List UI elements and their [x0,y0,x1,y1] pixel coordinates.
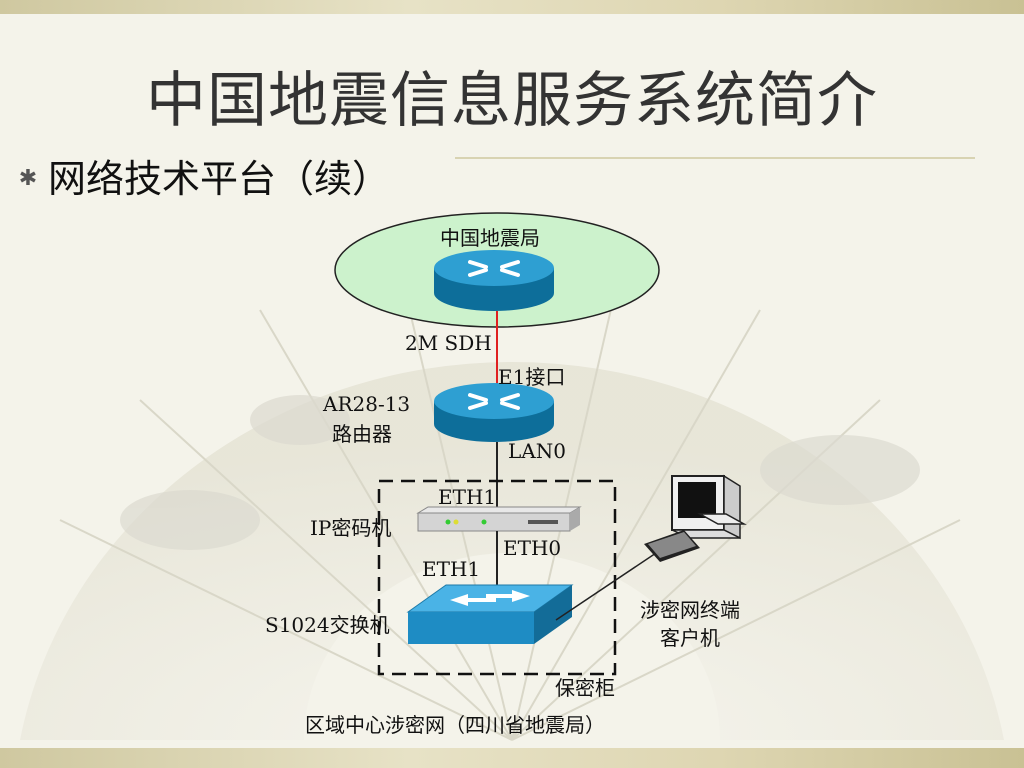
diagram-caption: 区域中心涉密网（四川省地震局） [305,713,605,737]
switch-label: S1024交换机 [265,613,390,637]
hq-label: 中国地震局 [440,226,540,250]
top-band [0,0,1024,14]
cabinet-box [377,479,617,676]
asterisk-bullet-icon: ✱ [18,166,38,191]
eth0-label: ETH0 [503,536,562,560]
router-name-label: 路由器 [332,422,392,446]
slide-title: 中国地震信息服务系统简介 [146,66,878,136]
lan0-label: LAN0 [508,439,566,463]
ip-encryptor-label: IP密码机 [310,516,392,540]
router-model-label: AR28-13 [323,392,411,416]
encryptor-icon [416,506,582,532]
client-link [555,544,669,621]
sdh-link-label: 2M SDH [405,331,492,355]
bottom-band [0,748,1024,768]
ar28-router-icon [434,383,554,442]
bullet-item: ✱ 网络技术平台（续） [8,148,390,203]
client-label-line1: 涉密网终端 [640,598,740,622]
hq-router-icon [434,250,554,311]
eth1-top-label: ETH1 [438,485,497,509]
eth1-bottom-label: ETH1 [422,557,481,581]
cabinet-label: 保密柜 [555,676,615,700]
e1-interface-label: E1接口 [498,365,566,389]
switch-icon [406,584,574,644]
title-rule [455,157,975,159]
client-label-line2: 客户机 [660,626,720,650]
bullet-text: 网络技术平台（续） [48,157,391,201]
computer-icon [644,474,747,562]
